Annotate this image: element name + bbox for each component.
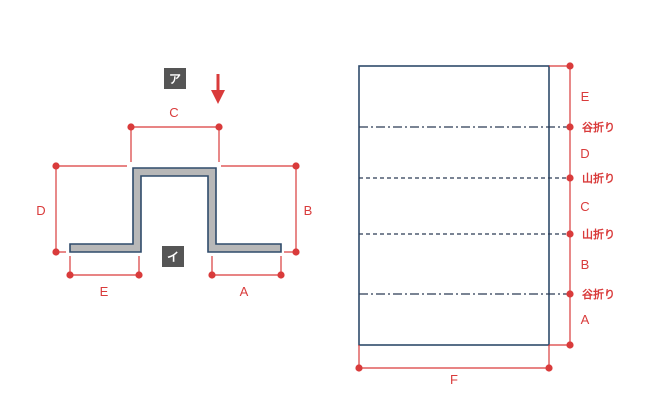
tag-a-box: [164, 68, 186, 89]
hat-profile: [69, 167, 282, 253]
tag-i-box: [162, 246, 184, 267]
dim-label-e: E: [100, 284, 109, 299]
dim-label-d: D: [36, 203, 45, 218]
section-label-c: C: [580, 199, 589, 214]
fold-label-valley-1: 谷折り: [582, 120, 615, 134]
tag-i-label: イ: [167, 250, 179, 264]
arrow-down-icon: [211, 74, 225, 104]
section-label-e: E: [581, 89, 590, 104]
dim-label-b: B: [304, 203, 313, 218]
section-label-d: D: [580, 146, 589, 161]
profile-view: C D B E A ア イ: [36, 68, 312, 299]
section-label-a: A: [581, 312, 590, 327]
fold-label-mountain-1: 山折り: [582, 171, 615, 185]
dim-label-a: A: [240, 284, 249, 299]
fold-label-valley-2: 谷折り: [582, 287, 615, 301]
flat-sheet: [358, 65, 550, 346]
tag-a-label: ア: [169, 72, 181, 86]
flat-sheet-view: E D C B A 谷折り 山折り 山折り 谷折り F: [355, 62, 615, 387]
width-label-f: F: [450, 372, 458, 387]
section-label-b: B: [581, 257, 590, 272]
fold-label-mountain-2: 山折り: [582, 227, 615, 241]
dim-label-c: C: [169, 105, 178, 120]
